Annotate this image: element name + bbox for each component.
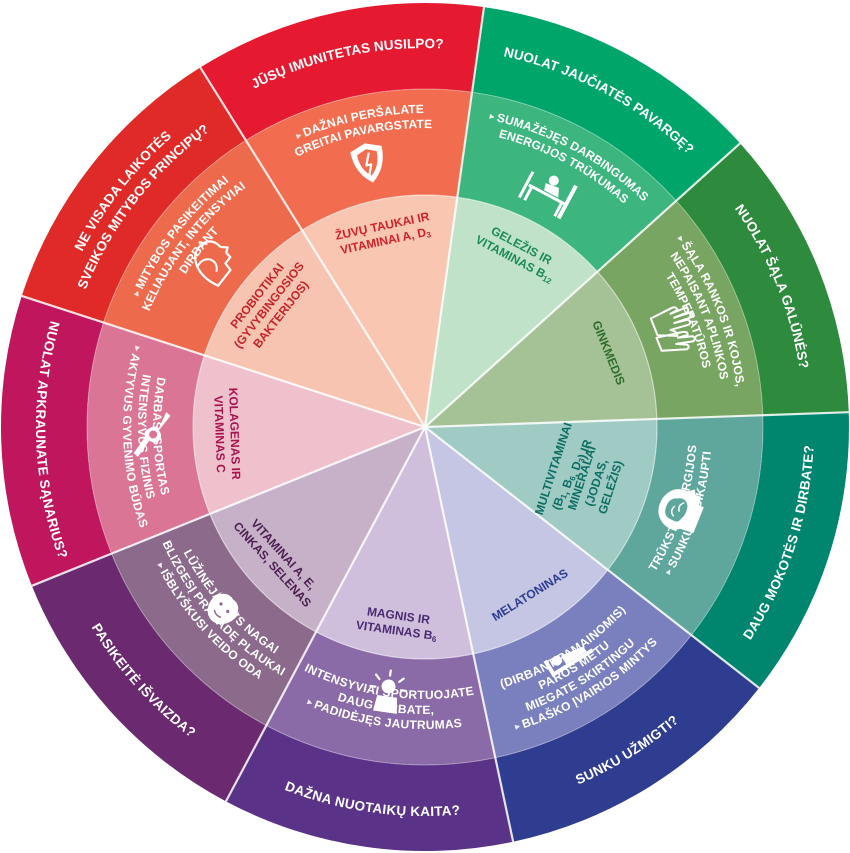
divider-0: [423, 6, 486, 428]
nutrient-6-line-0: Kolagenas ir: [226, 387, 243, 480]
sector-outer-6: [0, 295, 112, 586]
joint-icon: [133, 412, 171, 458]
stressed-person-icon: [369, 669, 408, 714]
sector-inner-1: [425, 271, 657, 427]
wheel-icons: [133, 143, 704, 714]
sector-outer-8: [200, 3, 485, 141]
woman-profile-icon: [194, 240, 232, 287]
sector-inner-8: [302, 195, 458, 427]
sleeping-person-icon: [543, 646, 594, 678]
shield-icon: [350, 143, 383, 183]
sector-middle-3: [473, 569, 692, 758]
brain-head-icon: [658, 489, 704, 534]
wheel-divider-lines: [21, 6, 849, 842]
hands-icon: [649, 306, 696, 352]
divider-3: [424, 426, 760, 689]
divider-6: [31, 425, 426, 587]
face-icon: [207, 589, 244, 625]
desk-fatigue-icon: [518, 171, 578, 220]
nutrient-6: Kolagenas irvitaminas C: [211, 387, 243, 480]
sector-inner-2: [425, 418, 658, 570]
sector-middle-0: [457, 92, 677, 272]
sector-outer-5: [31, 553, 267, 802]
sector-outer-0: [472, 7, 741, 201]
divider-7: [21, 294, 426, 429]
sector-inner-4: [316, 427, 474, 659]
sector-outer-7: [21, 67, 246, 323]
nutrient-2-line-1: (B1, B6, D3) ir: [549, 435, 594, 515]
sector-inner-5: [209, 427, 425, 632]
divider-5: [224, 426, 426, 802]
divider-8: [199, 66, 426, 428]
divider-2: [424, 411, 849, 429]
middle-ring-outline: [86, 88, 764, 766]
divider-1: [424, 142, 741, 428]
divider-4: [423, 426, 515, 842]
sector-outer-3: [495, 635, 760, 842]
inner-ring-outline: [192, 194, 658, 660]
sector-inner-3: [425, 427, 608, 654]
sector-inner-7: [204, 230, 425, 427]
sector-middle-7: [103, 140, 303, 356]
sector-inner-6: [192, 355, 425, 514]
nutrient-6-line-1: vitaminas C: [211, 395, 228, 473]
sector-outer-2: [691, 412, 849, 689]
sector-outer-4: [225, 725, 514, 851]
sector-inner-0: [425, 197, 598, 427]
sector-outer-1: [676, 143, 849, 416]
